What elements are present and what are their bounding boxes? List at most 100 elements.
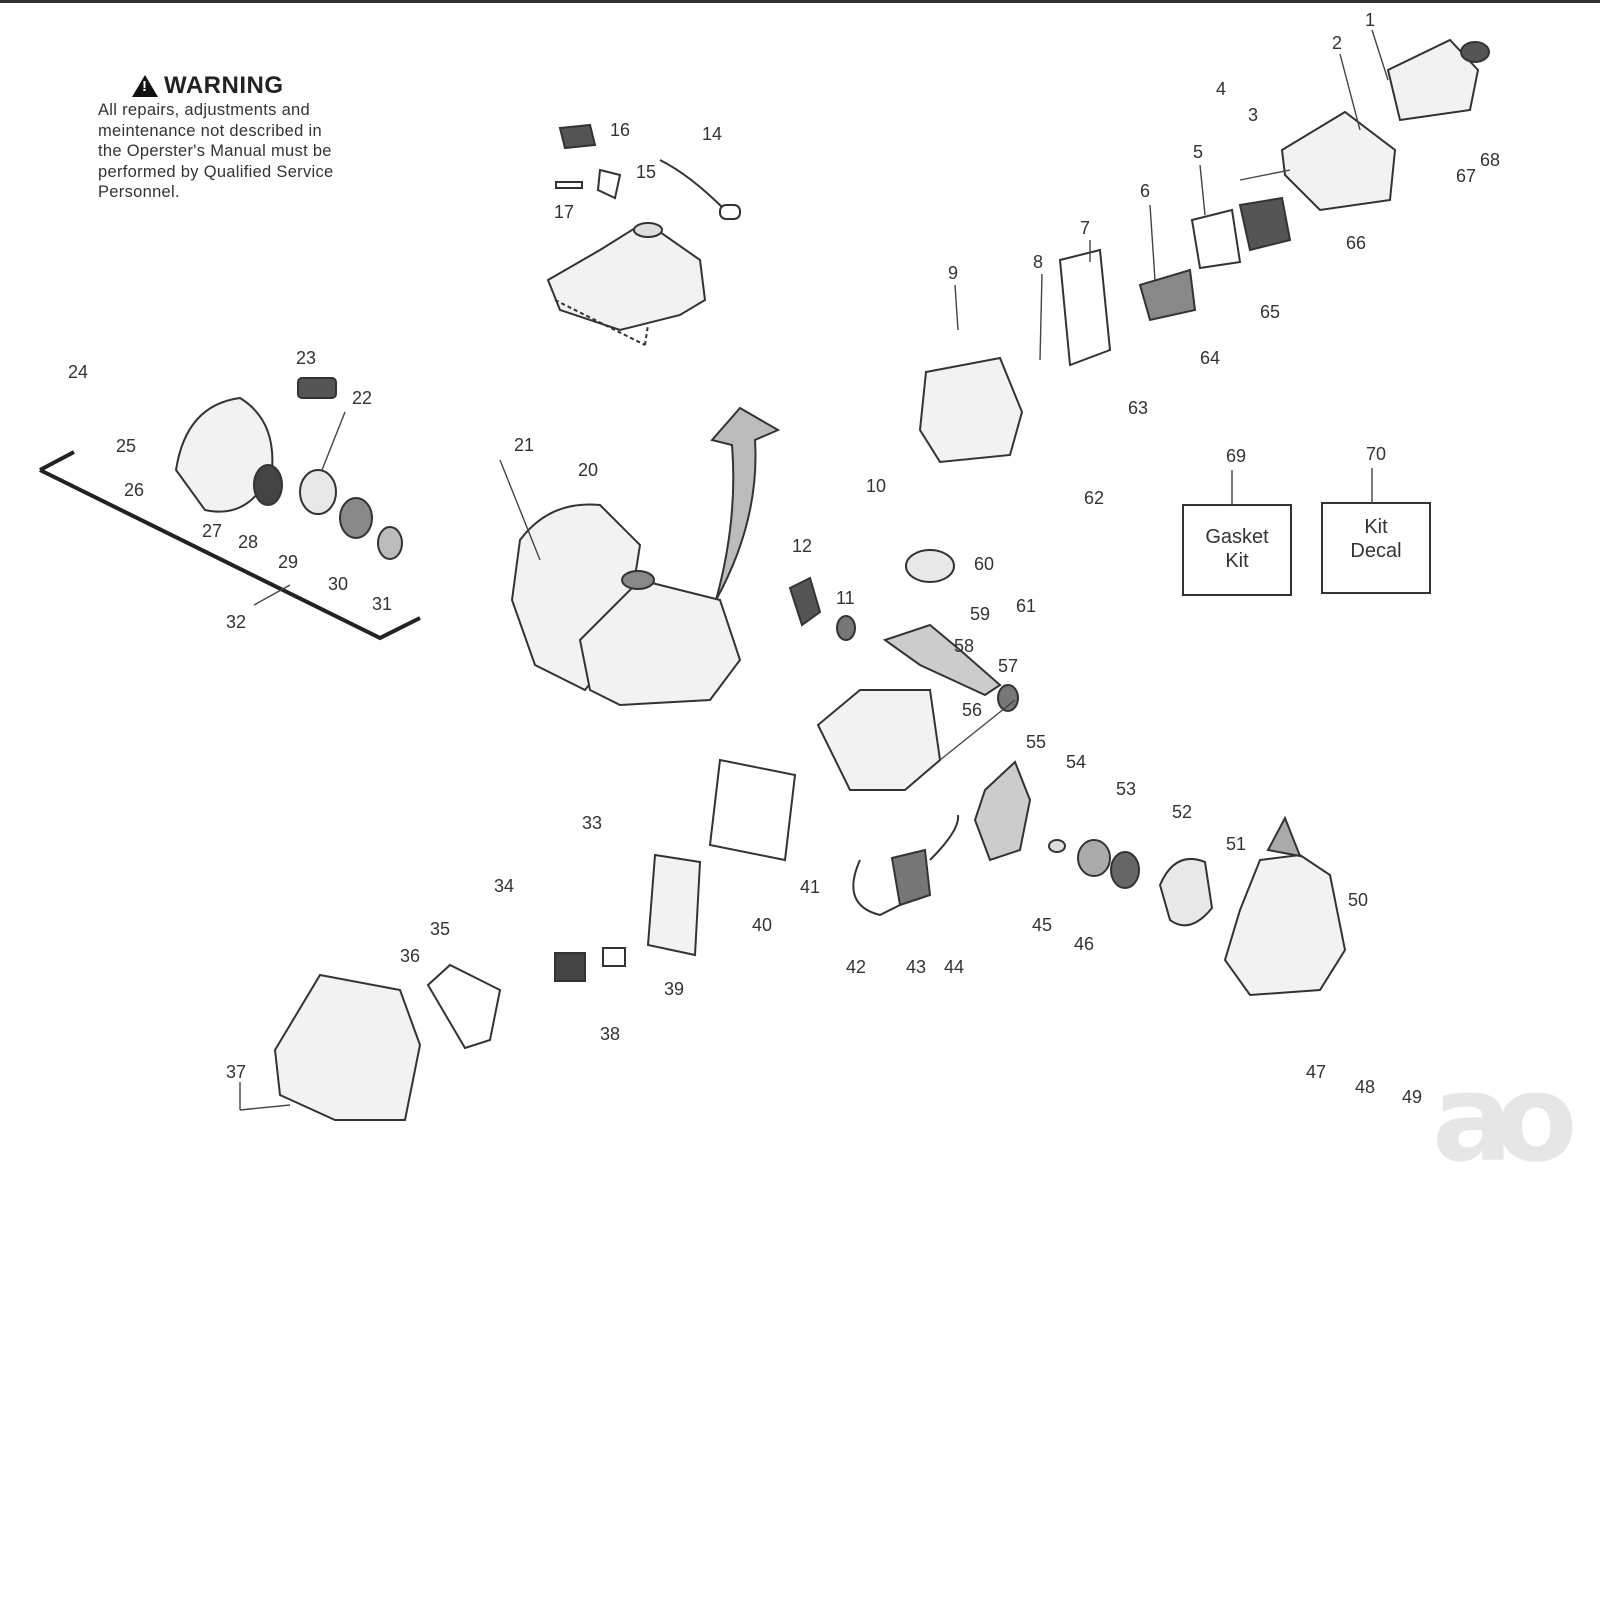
callout-label: 47 (1306, 1062, 1326, 1082)
watermark-logo: ao (1432, 1050, 1577, 1189)
callout-label: 64 (1200, 348, 1220, 368)
clutch-drum-part (1158, 857, 1214, 927)
grommet-part (555, 181, 583, 189)
cover-bracket-part (426, 963, 502, 1050)
callout-label: 67 (1456, 166, 1476, 186)
bearing-part (997, 684, 1019, 712)
spark-arrestor-part (554, 952, 586, 982)
filter-housing-part (1386, 38, 1480, 122)
callout-label: 51 (1226, 834, 1246, 854)
callout-label: 58 (954, 636, 974, 656)
muffler-part (646, 853, 702, 957)
warning-line: performed by Qualified Service (98, 162, 334, 181)
callout-label: 44 (944, 957, 964, 977)
washer-part (1077, 839, 1111, 877)
callout-label: 3 (1248, 105, 1258, 125)
callout-label: 4 (1216, 79, 1226, 99)
callout-labels: 1 2 3 4 5 6 7 8 9 10 11 12 14 15 16 17 2… (68, 10, 1500, 1107)
callout-label: 70 (1366, 444, 1386, 464)
callout-label: 48 (1355, 1077, 1375, 1097)
callout-label: 36 (400, 946, 420, 966)
callout-label: 39 (664, 979, 684, 999)
knob-part (1460, 41, 1490, 63)
warning-line: Personnel. (98, 183, 180, 201)
callout-label: 54 (1066, 752, 1086, 772)
starter-pawl-part (377, 526, 403, 560)
callout-label: 61 (1016, 596, 1036, 616)
callout-label: 14 (702, 124, 722, 144)
starter-washer-part (339, 497, 373, 539)
callout-label: 46 (1074, 934, 1094, 954)
callout-label: 59 (970, 604, 990, 624)
callout-label: 6 (1140, 181, 1150, 201)
callout-label: 22 (352, 388, 372, 408)
callout-label: 10 (866, 476, 886, 496)
callout-label: 38 (600, 1024, 620, 1044)
callout-label: 25 (116, 436, 136, 456)
callout-label: 2 (1332, 33, 1342, 53)
engine-cover-part (273, 973, 422, 1121)
callout-label: 50 (1348, 890, 1368, 910)
callout-label: 9 (948, 263, 958, 283)
air-filter-part (1058, 248, 1112, 367)
warning-title: WARNING (132, 72, 398, 100)
callout-label: 37 (226, 1062, 246, 1082)
callout-label: 40 (752, 915, 772, 935)
callout-label: 66 (1346, 233, 1366, 253)
ignition-module-part (890, 848, 932, 907)
clutch-part (1110, 851, 1140, 889)
crankshaft-part (882, 623, 1002, 697)
starter-handle-part (297, 377, 337, 399)
leader-lines (239, 29, 1389, 1111)
callout-label: 30 (328, 574, 348, 594)
cylinder-part (918, 356, 1024, 464)
callout-label: 8 (1033, 252, 1043, 272)
fuel-cap-part (633, 222, 663, 238)
callout-label: 16 (610, 120, 630, 140)
decal-kit-label-line1: Kit (1364, 516, 1388, 538)
warning-title-text: WARNING (164, 72, 284, 99)
callout-label: 7 (1080, 218, 1090, 238)
fuel-fitting-part (719, 204, 741, 220)
callout-label: 31 (372, 594, 392, 614)
gasket-kit-box (1182, 504, 1292, 596)
warning-line: meintenance not described in (98, 121, 322, 140)
carburetor-adapter-part (1138, 268, 1197, 322)
spacer-part (1048, 839, 1066, 853)
warning-line: the Operster's Manual must be (98, 142, 332, 160)
callout-label: 12 (792, 536, 812, 556)
arrow-icon (710, 406, 781, 601)
callout-label: 11 (836, 588, 855, 608)
callout-label: 23 (296, 348, 316, 368)
callout-label: 15 (636, 162, 656, 182)
kit-box-labels: Gasket Kit Kit Decal (1205, 516, 1401, 572)
fuel-tank-part (546, 223, 707, 332)
tank-mount-lines (554, 299, 649, 346)
gearbox-housing-part (1223, 853, 1347, 997)
crankcase-part (816, 689, 942, 791)
warning-triangle-icon (132, 75, 158, 97)
flywheel-part (973, 760, 1032, 862)
callout-label: 20 (578, 460, 598, 480)
callout-label: 33 (582, 813, 602, 833)
starter-assembly-bracket (39, 450, 421, 641)
callout-label: 68 (1480, 150, 1500, 170)
callout-label: 45 (1032, 915, 1052, 935)
callout-label: 60 (974, 554, 994, 574)
callout-label: 57 (998, 656, 1018, 676)
heat-shield-part (708, 758, 797, 862)
ground-wire-part (929, 814, 960, 861)
gasket-kit-label-line2: Kit (1225, 550, 1249, 572)
callout-label: 26 (124, 480, 144, 500)
part-drawings (39, 38, 1490, 1121)
callout-label: 24 (68, 362, 88, 382)
spark-plug-wire-part (852, 859, 901, 917)
decal-kit-label-line2: Decal (1350, 540, 1401, 562)
callout-label: 32 (226, 612, 246, 632)
carburetor-part (1238, 196, 1292, 252)
warning-line: All repairs, adjustments and (98, 101, 310, 119)
fuel-cap-part (621, 570, 655, 590)
callout-label: 69 (1226, 446, 1246, 466)
top-rule (0, 0, 1600, 3)
